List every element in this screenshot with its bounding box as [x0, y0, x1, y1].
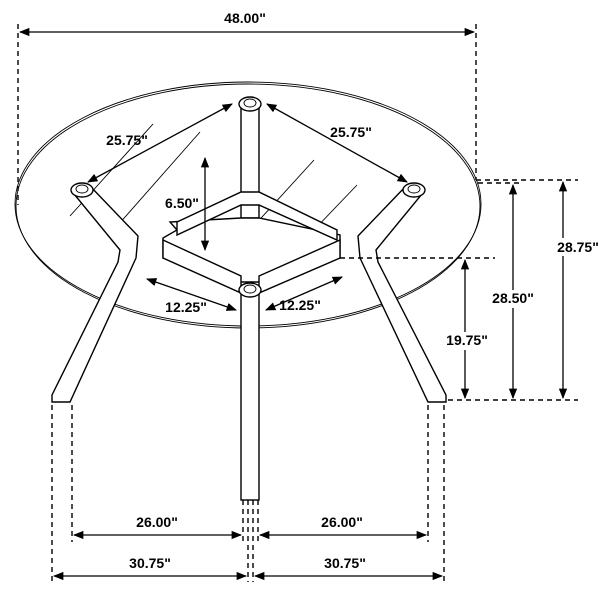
leg-span-left-label: 25.75": [106, 132, 148, 148]
apron-left-label: 12.25": [165, 299, 207, 315]
overall-width-label: 48.00": [224, 10, 266, 26]
total-height-label: 28.75": [557, 239, 599, 255]
inner-left-label: 26.00": [136, 514, 178, 530]
extension-lines: [17, 24, 578, 582]
left-leg: [51, 185, 139, 403]
front-leg: [240, 289, 260, 501]
outer-right-label: 30.75": [324, 555, 366, 571]
apron-right-label: 12.25": [279, 297, 321, 313]
right-leg: [357, 185, 447, 403]
apron-depth-label: 6.50": [165, 195, 199, 211]
glass-pads: [70, 96, 426, 298]
base-height-label: 28.50": [492, 290, 534, 306]
outer-left-label: 30.75": [129, 555, 171, 571]
inner-right-label: 26.00": [321, 514, 363, 530]
leg-span-right-label: 25.75": [330, 124, 372, 140]
apron-clearance-label: 19.75": [446, 332, 488, 348]
